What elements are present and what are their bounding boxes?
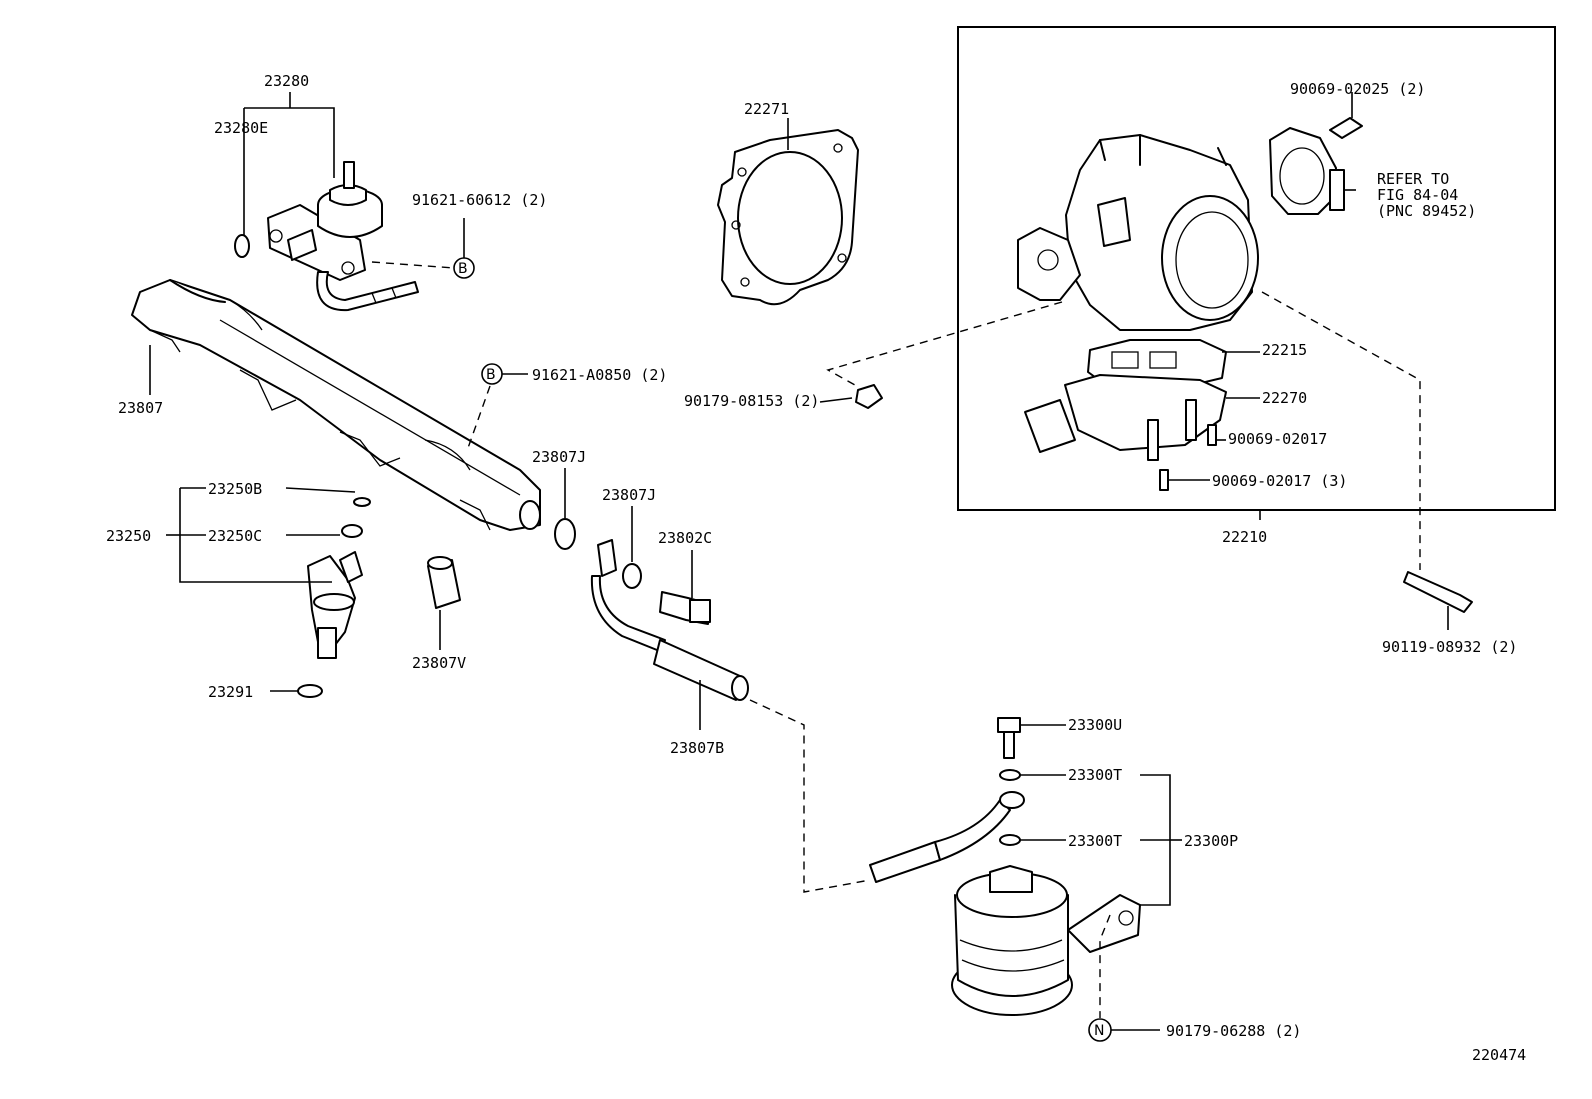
throttle-position-sensor-drawing — [1269, 127, 1356, 215]
figure-number: 220474 — [1472, 1046, 1526, 1064]
label-23807j-1: 23807J — [532, 448, 586, 466]
label-22210: 22210 — [1222, 528, 1267, 546]
label-22270: 22270 — [1262, 389, 1307, 407]
gasket-23807j-2-shape — [622, 563, 642, 589]
label-22271: 22271 — [744, 100, 789, 118]
label-23280: 23280 — [264, 72, 309, 90]
pulsation-damper-drawing — [869, 717, 1141, 1016]
injector-drawing — [297, 497, 371, 698]
label-23250b: 23250B — [208, 480, 262, 498]
ref-b-top: B — [458, 261, 468, 277]
label-23807b: 23807B — [670, 739, 724, 757]
label-23807: 23807 — [118, 399, 163, 417]
bolt-90069-02025-shape — [1329, 117, 1363, 139]
label-23807v: 23807V — [412, 654, 466, 672]
label-23802c: 23802C — [658, 529, 712, 547]
pressure-regulator-drawing — [234, 161, 419, 312]
label-91621-60612: 91621-60612 (2) — [412, 191, 547, 209]
label-refer-line3: (PNC 89452) — [1377, 202, 1476, 220]
label-90179-06288: 90179-06288 (2) — [1166, 1022, 1301, 1040]
label-23280e: 23280E — [214, 119, 268, 137]
gasket-23807j-1-shape — [554, 518, 576, 550]
delivery-pipe-drawing — [131, 279, 541, 531]
label-90069-02017-3: 90069-02017 (3) — [1212, 472, 1347, 490]
spacer-drawing — [427, 556, 461, 609]
gasket-22271-drawing — [717, 129, 859, 306]
label-22215: 22215 — [1262, 341, 1307, 359]
label-23300u: 23300U — [1068, 716, 1122, 734]
union-bolt-drawing — [659, 591, 711, 625]
stud-bolt-shape — [1403, 571, 1473, 613]
label-90119-08932: 90119-08932 (2) — [1382, 638, 1517, 656]
label-90179-08153: 90179-08153 (2) — [684, 392, 819, 410]
ref-b-circle-top — [453, 257, 475, 279]
label-refer-line2: FIG 84-04 — [1377, 186, 1458, 204]
label-23300t-2: 23300T — [1068, 832, 1122, 850]
ref-n: N — [1094, 1023, 1104, 1039]
label-23250: 23250 — [106, 527, 151, 545]
label-23807j-2: 23807J — [602, 486, 656, 504]
nut-90179-08153-shape — [855, 384, 883, 409]
label-23250c: 23250C — [208, 527, 262, 545]
throttle-body-drawing — [1017, 134, 1259, 461]
label-90069-02017: 90069-02017 — [1228, 430, 1327, 448]
label-refer-line1: REFER TO — [1377, 170, 1449, 188]
throttle-body-assembly-frame — [957, 26, 1556, 511]
label-23300p: 23300P — [1184, 832, 1238, 850]
ref-b-pipe: B — [486, 367, 496, 383]
fuel-hose-drawing — [590, 539, 749, 701]
screw-b-shape — [1159, 469, 1169, 491]
label-90069-02025: 90069-02025 (2) — [1290, 80, 1425, 98]
label-23300t-1: 23300T — [1068, 766, 1122, 784]
label-23291: 23291 — [208, 683, 253, 701]
screw-a-shape — [1207, 424, 1217, 446]
label-91621-a0850: 91621-A0850 (2) — [532, 366, 667, 384]
